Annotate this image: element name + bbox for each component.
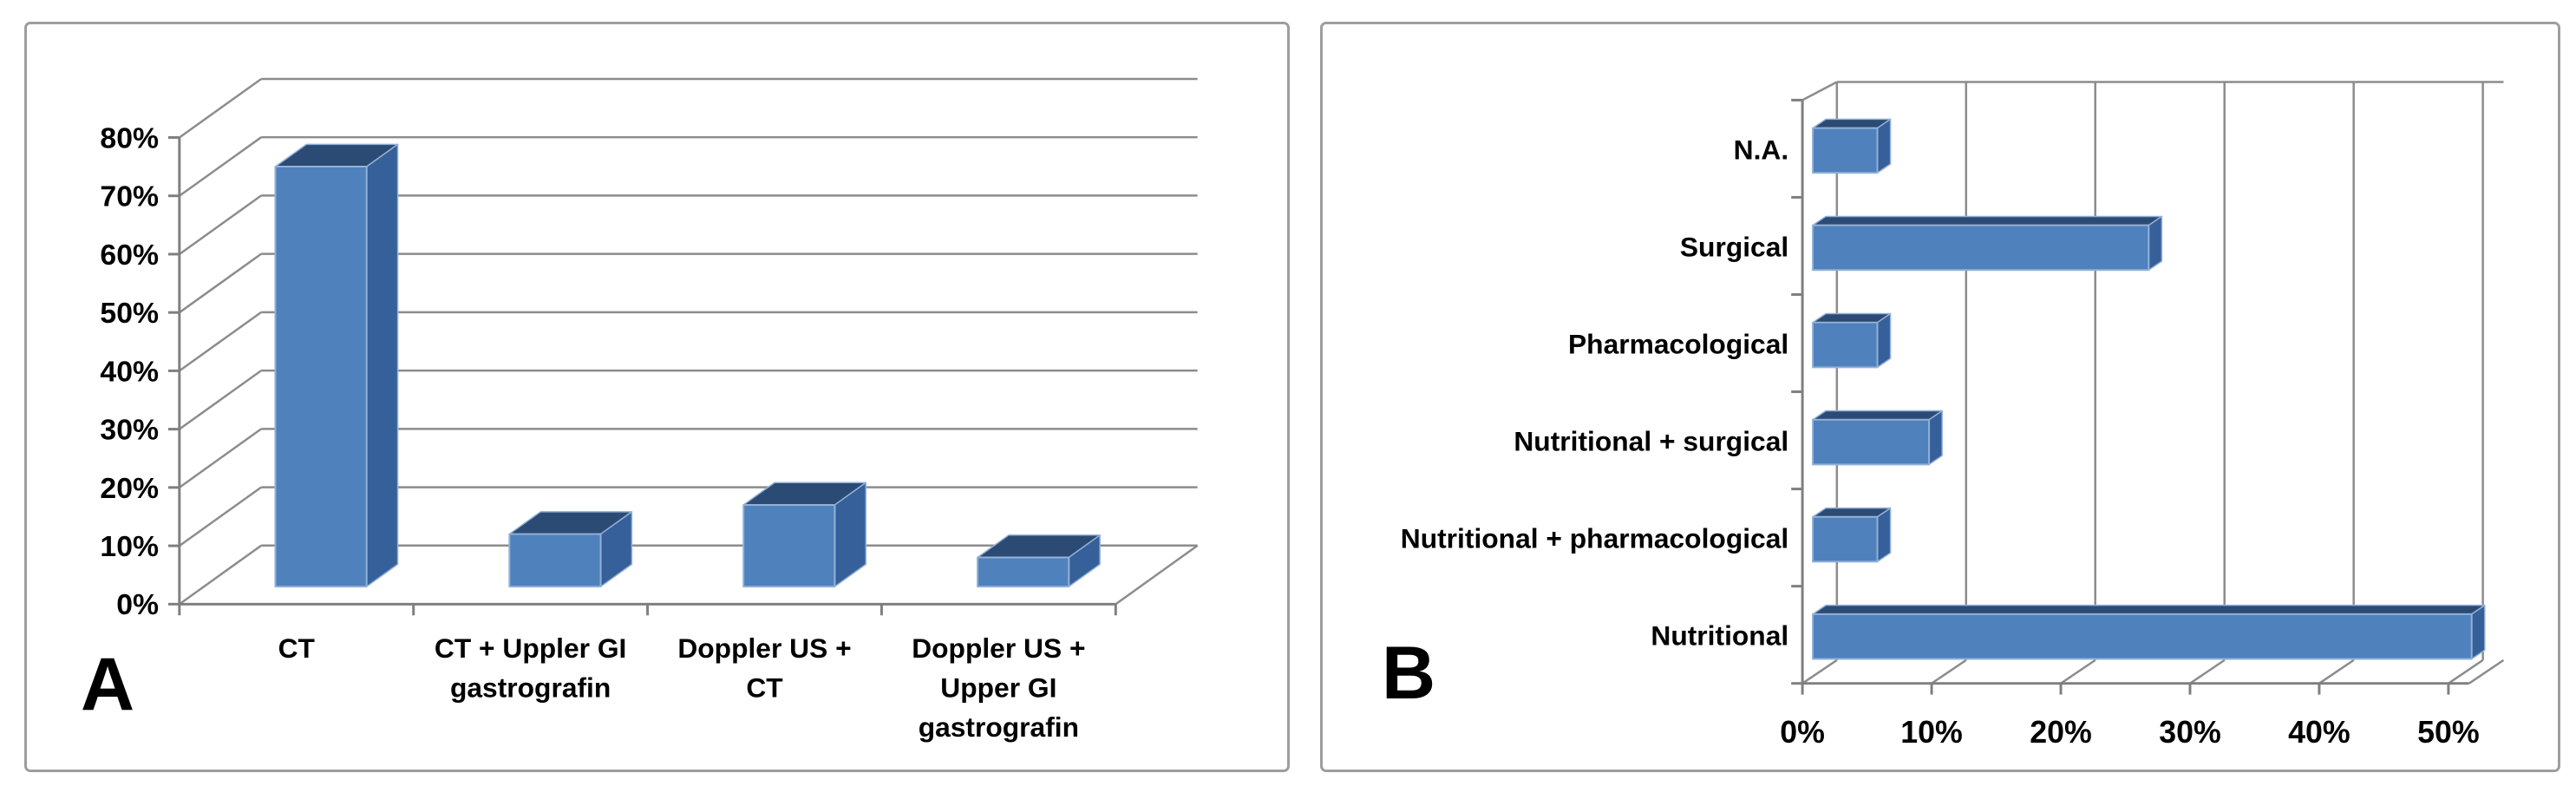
gridline-slant-70 [179, 136, 262, 197]
y-category-label: Nutritional [1651, 620, 1788, 652]
x-tick-label: 0% [1780, 715, 1825, 750]
gridline-slant-40 [179, 311, 262, 372]
plot-area-b: 0% 10% 20% 30% 40% 50% N.A. SurgicalPharmacolog… [1401, 81, 2505, 750]
bar-surgical-front-face [1812, 224, 2150, 272]
chart-b-3d-horizontal-bar: 0% 10% 20% 30% 40% 50% N.A. SurgicalPharmacolog… [1401, 81, 2505, 750]
bar-ct-uppler-gi-gastrografin-front-face [508, 533, 602, 588]
panel-a-letter: A [81, 643, 135, 726]
bar-nutritional-front-face [1812, 613, 2473, 660]
gridline-slant-80 [179, 77, 262, 139]
bar-pharmacological-end-face [1876, 312, 1892, 369]
bar-doppler-us-ct [742, 482, 867, 588]
y-tick-label: 40% [100, 355, 159, 388]
y-category-label: Nutritional + pharmacological [1401, 523, 1788, 554]
gridline-slant-0 [179, 544, 262, 606]
x-category-label: CT [278, 632, 316, 664]
y-category-label: Pharmacological [1568, 328, 1788, 359]
bar-nutritional-surgical-front-face [1812, 418, 1931, 466]
y-tick-label: 20% [100, 472, 159, 505]
bar-doppler-us-upper-gi-gastrografin [977, 534, 1101, 588]
bar-pharmacological-front-face [1812, 321, 1879, 369]
gridline-slant-20 [2060, 659, 2096, 685]
panel-b-letter: B [1382, 632, 1436, 715]
bar-nutritional [1812, 604, 2486, 660]
x-category-label: gastrografin [919, 711, 1079, 743]
bar-surgical-top-face [1812, 215, 2163, 226]
x-tick-label: 40% [2288, 715, 2350, 750]
gridline-slant-20 [179, 428, 262, 488]
bar-n-a--end-face [1876, 118, 1892, 174]
y-tick-label: 0% [116, 588, 159, 621]
gridline-slant-40 [2318, 659, 2355, 685]
gridline-slant-30 [2189, 659, 2226, 685]
y-tick-label: 70% [100, 180, 159, 213]
bar-surgical-end-face [2148, 215, 2163, 272]
y-tick-label: 50% [100, 297, 159, 330]
bar-ct-side-face [365, 143, 399, 587]
gridline-slant-0 [1801, 659, 1838, 685]
y-category-label: Surgical [1680, 231, 1788, 262]
gridline-slant-10 [179, 486, 262, 547]
x-tick-label: 50% [2417, 715, 2480, 750]
x-category-label: Doppler US + [677, 632, 851, 664]
bar-nutritional-surgical-top-face [1812, 410, 1943, 421]
floor-right-edge [1115, 544, 1199, 606]
bar-surgical [1812, 215, 2163, 272]
y-category-label: N.A. [1734, 134, 1789, 165]
y-tick-label: 80% [100, 121, 159, 154]
bar-nutritional-surgical-end-face [1928, 410, 1943, 466]
bar-nutritional-pharmacological-front-face [1812, 515, 1879, 563]
bar-doppler-us-upper-gi-gastrografin-front-face [977, 556, 1070, 588]
wall-top-left-slant [1801, 81, 1838, 102]
bar-nutritional-surgical [1812, 410, 1943, 466]
gridline-slant-50 [2448, 659, 2484, 685]
y-tick-label: 60% [100, 239, 159, 272]
x-category-label: Doppler US + [912, 632, 1085, 664]
gridline-slant-10 [1931, 659, 1967, 685]
bar-n-a--front-face [1812, 127, 1879, 174]
plot-area-a: 0% 10% 20% 30% 40% 50% 60% 70% 80% CT CT + Uppler … [100, 77, 1199, 743]
bar-pharmacological [1812, 312, 1892, 369]
y-tick-label: 30% [100, 414, 159, 447]
bar-ct-front-face [274, 166, 368, 588]
panel-a: 0% 10% 20% 30% 40% 50% 60% 70% 80% CT CT + Uppler … [24, 22, 1290, 772]
x-tick-label: 20% [2030, 715, 2092, 750]
gridline-slant-60 [179, 194, 262, 255]
bar-doppler-us-ct-front-face [742, 503, 836, 588]
x-category-label: Upper GI [940, 672, 1056, 704]
gridline-slant-30 [179, 370, 262, 430]
y-category-label: Nutritional + surgical [1514, 425, 1788, 456]
x-tick-label: 30% [2159, 715, 2221, 750]
gridline-slant-50 [179, 252, 262, 314]
bar-nutritional-pharmacological-end-face [1876, 507, 1892, 563]
bar-ct-uppler-gi-gastrografin [508, 511, 633, 588]
bar-nutritional-pharmacological [1812, 507, 1892, 563]
chart-a-3d-column: 0% 10% 20% 30% 40% 50% 60% 70% 80% CT CT + Uppler … [100, 77, 1199, 743]
y-tick-label: 10% [100, 530, 159, 563]
bar-n-a- [1812, 118, 1892, 174]
bar-nutritional-top-face [1812, 604, 2486, 615]
x-category-label: CT [746, 672, 783, 704]
floor-right-edge [2468, 659, 2505, 685]
bar-ct [274, 143, 399, 588]
x-tick-label: 10% [1900, 715, 1963, 750]
bar-nutritional-end-face [2470, 604, 2486, 660]
x-category-label: CT + Uppler GI [435, 632, 627, 664]
x-category-label: gastrografin [450, 672, 611, 704]
